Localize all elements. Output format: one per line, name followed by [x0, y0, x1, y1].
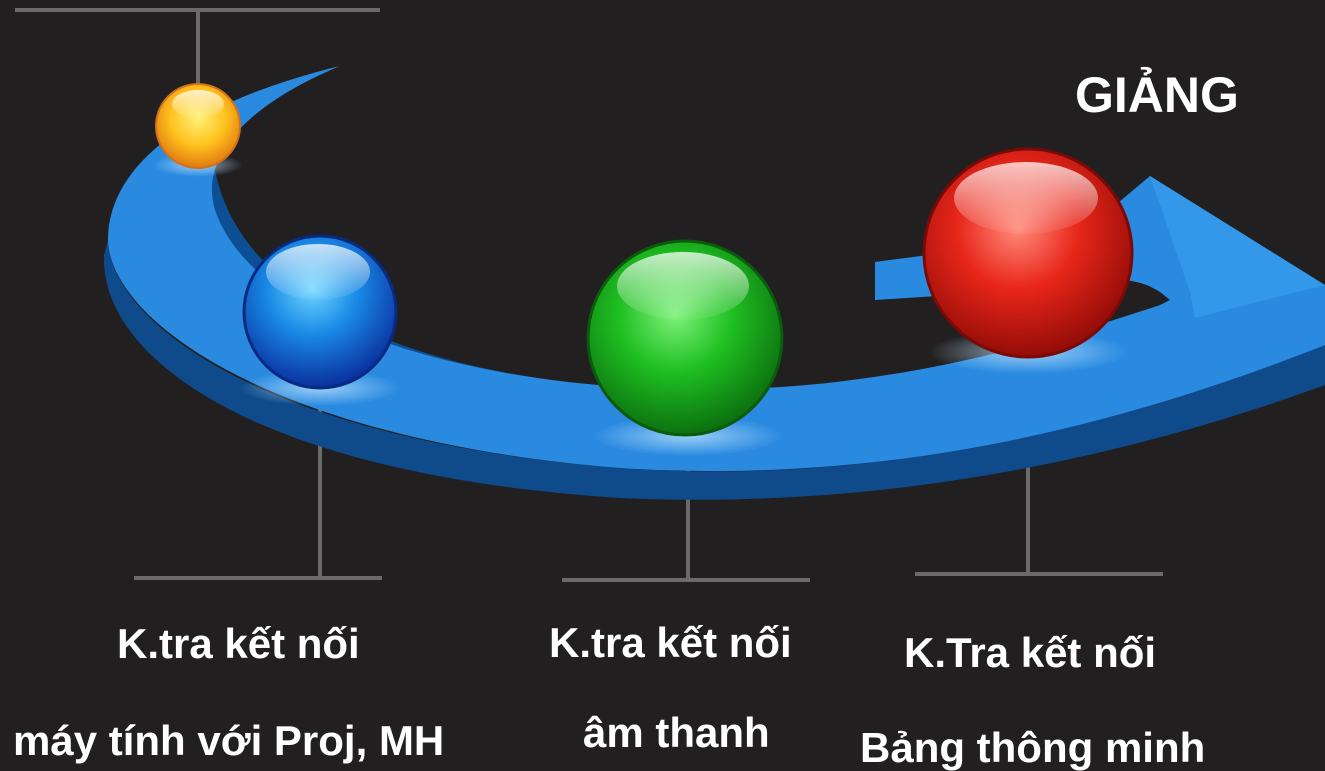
- arrow-head-highlight: [1150, 176, 1325, 318]
- step-2-label-line1: K.tra kết nối: [549, 619, 792, 666]
- step-1-ball: [242, 234, 398, 390]
- small-ball: [155, 83, 241, 169]
- step-2-ball: [586, 239, 784, 437]
- step-3-label-line1: K.Tra kết nối: [904, 629, 1157, 676]
- step-1-label-line1: K.tra kết nối: [117, 620, 360, 667]
- page-title: GIẢNG: [1075, 67, 1239, 123]
- step-3-ball: [922, 147, 1134, 359]
- step-2-label-line2: âm thanh: [583, 709, 770, 756]
- step-1-label-line2: máy tính với Proj, MH: [13, 717, 445, 764]
- step-3-label-line2: Bảng thông minh: [860, 724, 1206, 771]
